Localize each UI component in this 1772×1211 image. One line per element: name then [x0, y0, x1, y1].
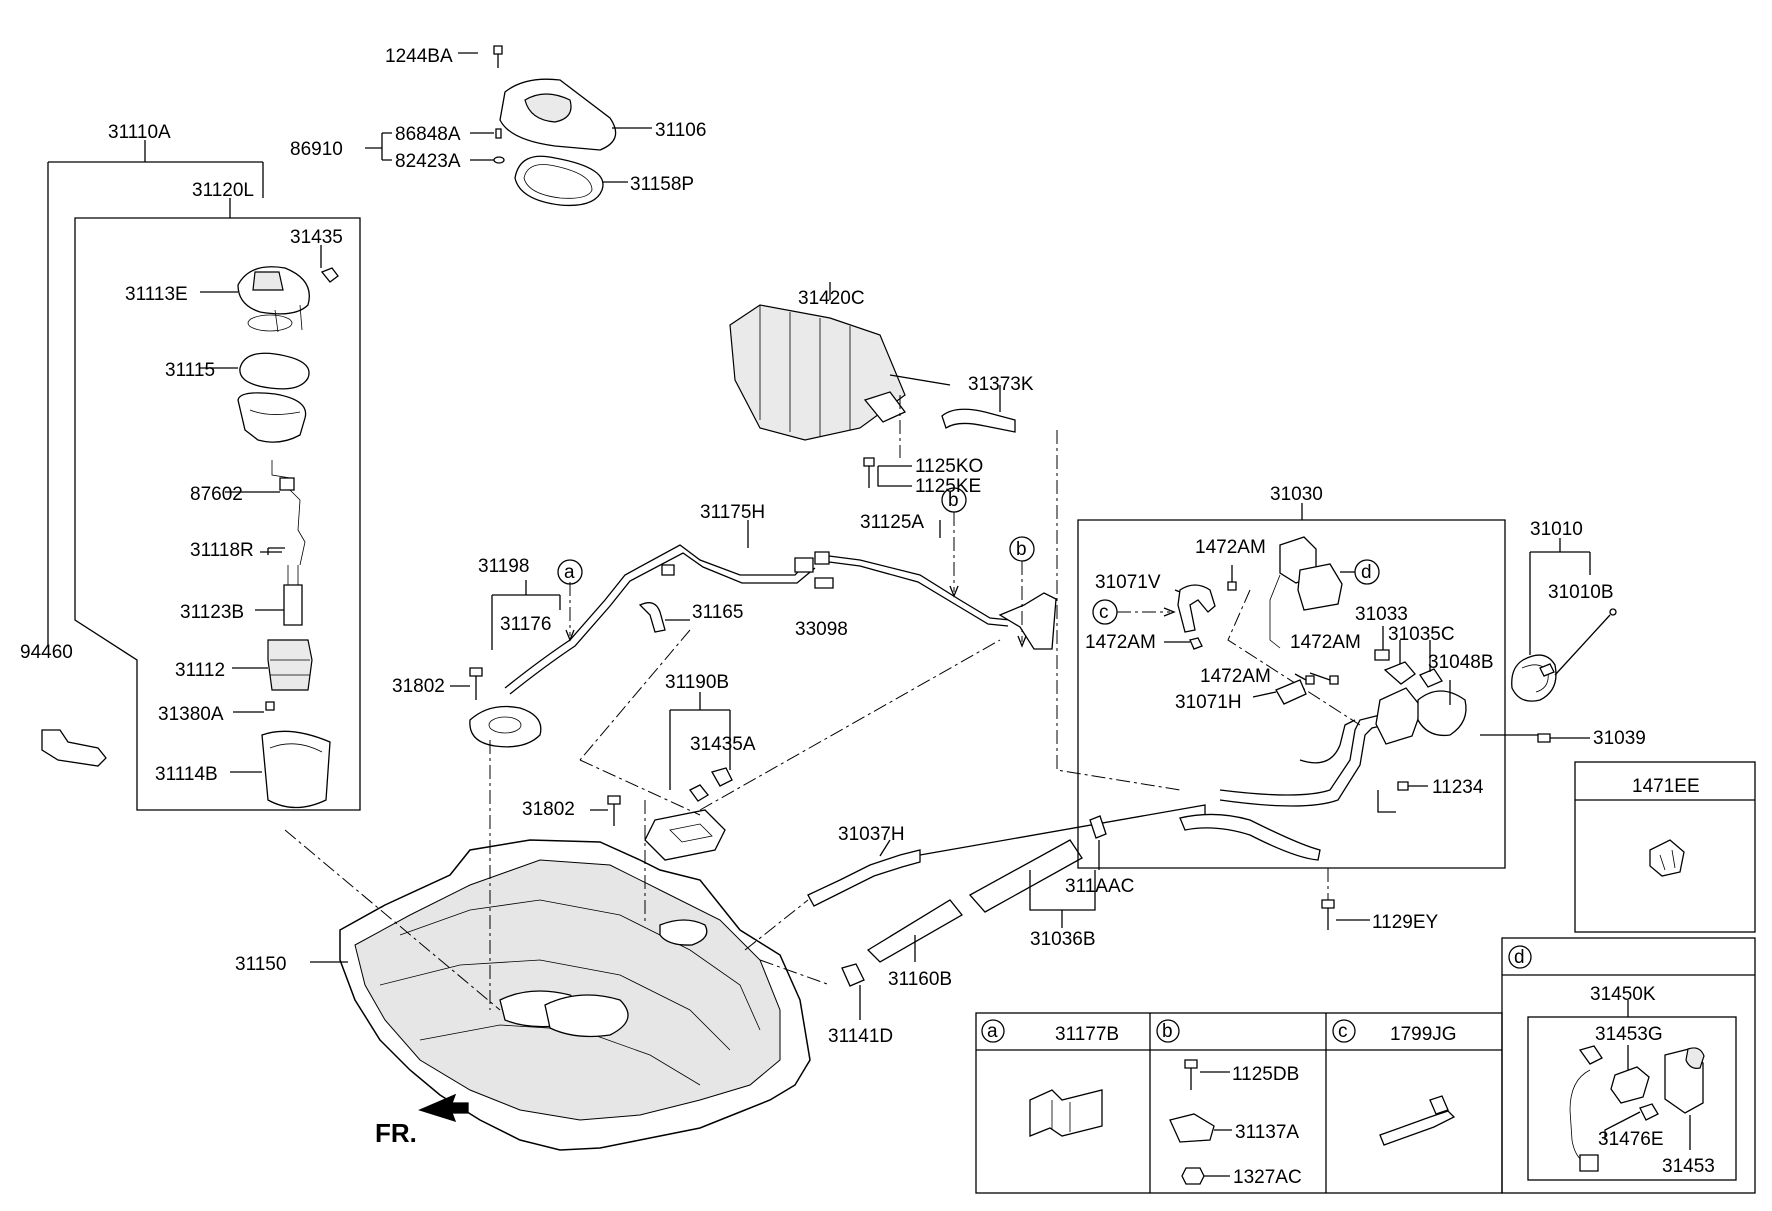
label-31118R: 31118R	[190, 540, 254, 561]
label-31037H: 31037H	[838, 824, 905, 845]
label-31476E: 31476E	[1598, 1129, 1664, 1150]
label-31114B: 31114B	[155, 764, 218, 785]
callout-c-box: c	[1338, 1021, 1348, 1042]
inset-d-31450K: d 31450K 31453G 31476E 31453	[1501, 937, 1756, 1194]
label-31160B: 31160B	[888, 969, 952, 990]
label-31453: 31453	[1662, 1156, 1715, 1177]
label-31158P: 31158P	[630, 174, 694, 195]
label-1472AM-2: 1472AM	[1085, 632, 1156, 653]
filler-hoses: 31037H 311AAC 31036B 31160B 31141D	[744, 804, 1206, 1047]
callout-c-main: c	[1099, 602, 1109, 623]
label-31010: 31010	[1530, 519, 1583, 540]
label-31115: 31115	[165, 360, 215, 381]
label-31150: 31150	[235, 954, 286, 975]
filler-neck-assembly: 31030 1472AM 31071V 1472AM 1472AM 1472AM…	[1056, 430, 1506, 869]
label-31175H: 31175H	[700, 502, 765, 523]
label-1125KO: 1125KO	[915, 456, 983, 477]
label-31420C: 31420C	[798, 288, 865, 309]
label-31048B: 31048B	[1428, 652, 1494, 673]
bolt-1129EY: 1129EY	[1321, 868, 1439, 933]
label-31106: 31106	[655, 120, 706, 141]
label-1471EE: 1471EE	[1632, 776, 1700, 797]
label-82423A: 82423A	[395, 151, 461, 172]
label-31165: 31165	[692, 602, 743, 623]
label-1472AM-4: 1472AM	[1200, 666, 1271, 687]
label-31177B: 31177B	[1055, 1024, 1119, 1045]
label-fr: FR.	[375, 1118, 417, 1148]
label-31198: 31198	[478, 556, 529, 577]
label-31039: 31039	[1593, 728, 1646, 749]
fuel-tank: 31150 FR.	[235, 740, 811, 1151]
label-86910: 86910	[290, 139, 343, 160]
label-1125DB: 1125DB	[1232, 1064, 1299, 1085]
label-31137A: 31137A	[1235, 1122, 1299, 1143]
label-1129EY: 1129EY	[1372, 912, 1439, 933]
label-31435A: 31435A	[690, 734, 756, 755]
label-31802-b: 31802	[522, 799, 575, 820]
label-31010B: 31010B	[1548, 582, 1614, 603]
callout-a-main: a	[564, 562, 575, 583]
label-11234: 11234	[1432, 777, 1484, 798]
callout-b-main-1: b	[948, 490, 959, 511]
callout-a-box: a	[987, 1021, 998, 1042]
fuel-cap-group: 31010 31010B 31039	[1480, 519, 1646, 749]
inset-1471EE: 1471EE	[1574, 761, 1756, 933]
callout-b-main-2: b	[1016, 539, 1027, 560]
label-1799JG: 1799JG	[1390, 1024, 1457, 1045]
label-31036B: 31036B	[1030, 929, 1096, 950]
label-31120L: 31120L	[192, 180, 254, 201]
access-cover-group: 1244BA 31106 86910 86848A 82423A 31158P	[290, 45, 706, 207]
label-311AAC: 311AAC	[1065, 876, 1134, 897]
label-86848A: 86848A	[395, 124, 461, 145]
vapor-line-group: 31175H 31125A 31198 31176 31165 33098 31…	[392, 502, 1057, 748]
label-31110A: 31110A	[108, 122, 171, 143]
label-31176: 31176	[500, 614, 551, 635]
canister-group: 31420C 31373K 1125KO 1125KE	[729, 282, 1034, 497]
label-31453G: 31453G	[1595, 1024, 1663, 1045]
label-31380A: 31380A	[158, 704, 224, 725]
inset-abc-strip: a 31177B b 1125DB 31137A 1327AC c 1799JG	[975, 1012, 1503, 1194]
label-31802-a: 31802	[392, 676, 445, 697]
label-1125KE: 1125KE	[915, 476, 981, 497]
label-1244BA: 1244BA	[385, 46, 453, 67]
label-31123B: 31123B	[180, 602, 244, 623]
label-31435: 31435	[290, 227, 343, 248]
label-31033: 31033	[1355, 604, 1408, 625]
callout-markers: a b b c d	[557, 487, 1380, 625]
label-31190B: 31190B	[665, 672, 729, 693]
label-87602: 87602	[190, 484, 243, 505]
callout-d-main: d	[1361, 562, 1372, 583]
label-31373K: 31373K	[968, 374, 1034, 395]
label-31035C: 31035C	[1388, 624, 1455, 645]
label-31113E: 31113E	[125, 284, 188, 305]
label-31141D: 31141D	[828, 1026, 893, 1047]
label-1327AC: 1327AC	[1233, 1167, 1302, 1188]
callout-d-box: d	[1514, 947, 1525, 968]
label-94460: 94460	[20, 642, 73, 663]
vent-bracket-group: 31190B 31435A 31802	[522, 629, 1001, 861]
label-1472AM-3: 1472AM	[1290, 632, 1361, 653]
fuel-pump-module-group: 31110A 31120L 31435 31113E 31115 87602 3…	[20, 122, 361, 811]
label-31450K: 31450K	[1590, 984, 1656, 1005]
label-31125A: 31125A	[860, 512, 924, 533]
label-31112: 31112	[175, 660, 225, 681]
label-1472AM-1: 1472AM	[1195, 537, 1266, 558]
callout-b-box: b	[1162, 1021, 1173, 1042]
label-31030: 31030	[1270, 484, 1323, 505]
label-33098: 33098	[795, 619, 848, 640]
label-31071V: 31071V	[1095, 572, 1161, 593]
label-31071H: 31071H	[1175, 692, 1242, 713]
